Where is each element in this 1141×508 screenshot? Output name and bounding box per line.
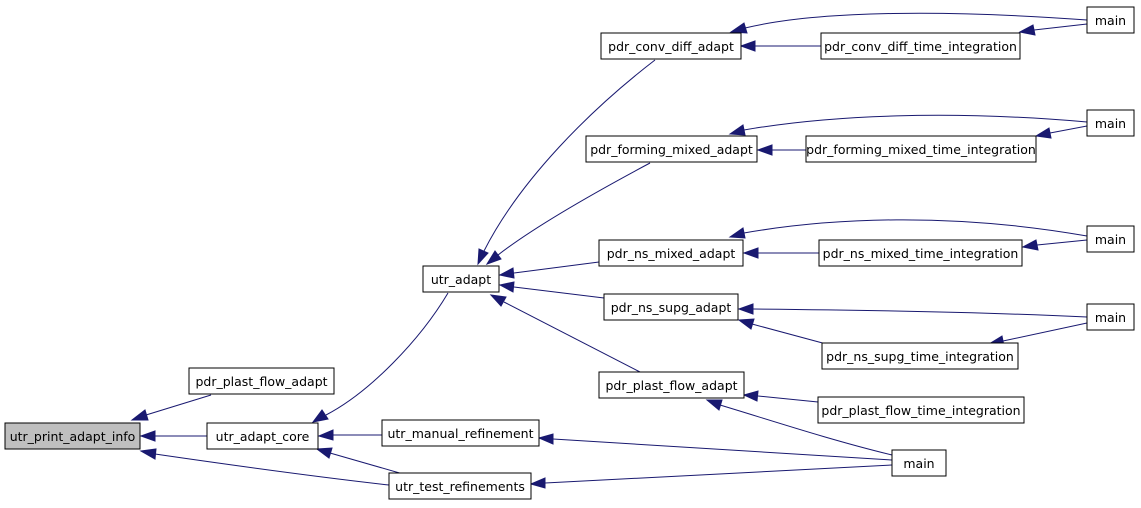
edge-pdr-plast-flow-time-integration-to-pdr-plast-flow-adapt-mid bbox=[742, 390, 819, 403]
node-label: pdr_ns_mixed_adapt bbox=[607, 246, 736, 261]
edge-utr-test-refinements-to-utr-print-adapt-info bbox=[139, 448, 390, 486]
edge-utr-test-refinements-to-utr-adapt-core bbox=[315, 447, 411, 477]
edge-main-3-to-pdr-ns-mixed-time-integration bbox=[1021, 239, 1088, 251]
node-label: pdr_plast_flow_adapt bbox=[605, 378, 737, 393]
node-label: utr_print_adapt_info bbox=[10, 429, 136, 444]
node-label: main bbox=[1095, 310, 1126, 325]
edge-pdr-conv-diff-adapt-to-utr-adapt bbox=[477, 59, 656, 266]
node-label: pdr_ns_mixed_time_integration bbox=[823, 246, 1019, 261]
nodes-layer: utr_print_adapt_info pdr_plast_flow_adap… bbox=[4, 6, 1135, 500]
edge-main-3-to-pdr-ns-mixed-adapt bbox=[728, 219, 1088, 239]
edge-main-2-to-pdr-forming-mixed-time-integration bbox=[1034, 125, 1088, 139]
node-pdr-conv-diff-time-integration[interactable]: pdr_conv_diff_time_integration bbox=[820, 32, 1021, 60]
node-label: main bbox=[1095, 13, 1126, 28]
edge-pdr-forming-mixed-adapt-to-utr-adapt bbox=[485, 162, 651, 265]
edge-pdr-ns-mixed-time-integration-to-pdr-ns-mixed-adapt bbox=[742, 247, 819, 259]
edge-pdr-plast-flow-adapt-left-to-utr-print-adapt-info bbox=[130, 394, 212, 421]
node-pdr-ns-supg-adapt[interactable]: pdr_ns_supg_adapt bbox=[603, 293, 739, 321]
node-main-3[interactable]: main bbox=[1086, 225, 1135, 253]
node-pdr-plast-flow-adapt-left[interactable]: pdr_plast_flow_adapt bbox=[188, 367, 335, 395]
edge-pdr-ns-supg-time-integration-to-pdr-ns-supg-adapt bbox=[737, 318, 831, 346]
node-utr-adapt[interactable]: utr_adapt bbox=[422, 265, 500, 293]
node-label: main bbox=[903, 456, 934, 471]
node-utr-manual-refinement[interactable]: utr_manual_refinement bbox=[381, 419, 540, 447]
node-pdr-ns-supg-time-integration[interactable]: pdr_ns_supg_time_integration bbox=[821, 342, 1019, 370]
node-utr-test-refinements[interactable]: utr_test_refinements bbox=[388, 472, 532, 500]
node-pdr-forming-mixed-adapt[interactable]: pdr_forming_mixed_adapt bbox=[585, 135, 758, 163]
node-label: pdr_conv_diff_adapt bbox=[608, 39, 734, 54]
node-pdr-forming-mixed-time-integration[interactable]: pdr_forming_mixed_time_integration bbox=[805, 135, 1037, 163]
node-label: pdr_conv_diff_time_integration bbox=[824, 39, 1017, 54]
node-main-1[interactable]: main bbox=[1086, 6, 1135, 34]
edge-main-5-to-pdr-plast-flow-adapt-mid bbox=[705, 399, 893, 456]
node-pdr-ns-mixed-time-integration[interactable]: pdr_ns_mixed_time_integration bbox=[818, 239, 1023, 267]
edge-pdr-conv-diff-time-integration-to-pdr-conv-diff-adapt bbox=[739, 40, 821, 52]
edges-layer bbox=[130, 12, 1088, 489]
edge-pdr-ns-mixed-adapt-to-utr-adapt bbox=[498, 261, 600, 279]
edge-utr-adapt-to-utr-adapt-core bbox=[311, 292, 449, 423]
node-main-2[interactable]: main bbox=[1086, 109, 1135, 137]
edge-main-5-to-utr-test-refinements bbox=[529, 464, 893, 489]
edge-pdr-plast-flow-adapt-mid-to-utr-adapt bbox=[489, 294, 641, 373]
node-label: utr_manual_refinement bbox=[387, 426, 533, 441]
node-utr-print-adapt-info[interactable]: utr_print_adapt_info bbox=[4, 422, 141, 450]
node-utr-adapt-core[interactable]: utr_adapt_core bbox=[206, 422, 319, 450]
node-label: utr_test_refinements bbox=[395, 479, 525, 494]
node-label: main bbox=[1095, 116, 1126, 131]
node-pdr-conv-diff-adapt[interactable]: pdr_conv_diff_adapt bbox=[600, 32, 742, 60]
edge-pdr-ns-supg-adapt-to-utr-adapt bbox=[498, 281, 605, 299]
edge-main-4-to-pdr-ns-supg-adapt bbox=[737, 303, 1088, 318]
node-label: pdr_ns_supg_adapt bbox=[611, 300, 732, 315]
edge-pdr-forming-mixed-time-integration-to-pdr-forming-mixed-adapt bbox=[756, 144, 806, 156]
node-label: pdr_plast_flow_time_integration bbox=[821, 403, 1020, 418]
node-label: pdr_plast_flow_adapt bbox=[195, 374, 327, 389]
node-label: utr_adapt bbox=[431, 272, 491, 287]
node-label: main bbox=[1095, 232, 1126, 247]
node-label: pdr_ns_supg_time_integration bbox=[826, 349, 1014, 364]
node-pdr-plast-flow-adapt-mid[interactable]: pdr_plast_flow_adapt bbox=[598, 371, 745, 399]
edge-main-5-to-utr-manual-refinement bbox=[537, 433, 893, 461]
node-pdr-ns-mixed-adapt[interactable]: pdr_ns_mixed_adapt bbox=[598, 239, 744, 267]
node-pdr-plast-flow-time-integration[interactable]: pdr_plast_flow_time_integration bbox=[817, 396, 1025, 424]
edge-main-1-to-pdr-conv-diff-time-integration bbox=[1018, 23, 1088, 36]
edge-main-1-to-pdr-conv-diff-adapt bbox=[729, 12, 1088, 34]
node-main-5[interactable]: main bbox=[891, 449, 947, 477]
node-label: pdr_forming_mixed_adapt bbox=[590, 142, 753, 157]
node-main-4[interactable]: main bbox=[1086, 303, 1135, 331]
node-label: pdr_forming_mixed_time_integration bbox=[806, 142, 1036, 157]
edge-main-2-to-pdr-forming-mixed-adapt bbox=[728, 114, 1088, 136]
edge-utr-adapt-core-to-utr-print-adapt-info bbox=[139, 430, 207, 442]
node-label: utr_adapt_core bbox=[216, 429, 310, 444]
edge-utr-manual-refinement-to-utr-adapt-core bbox=[317, 429, 382, 441]
